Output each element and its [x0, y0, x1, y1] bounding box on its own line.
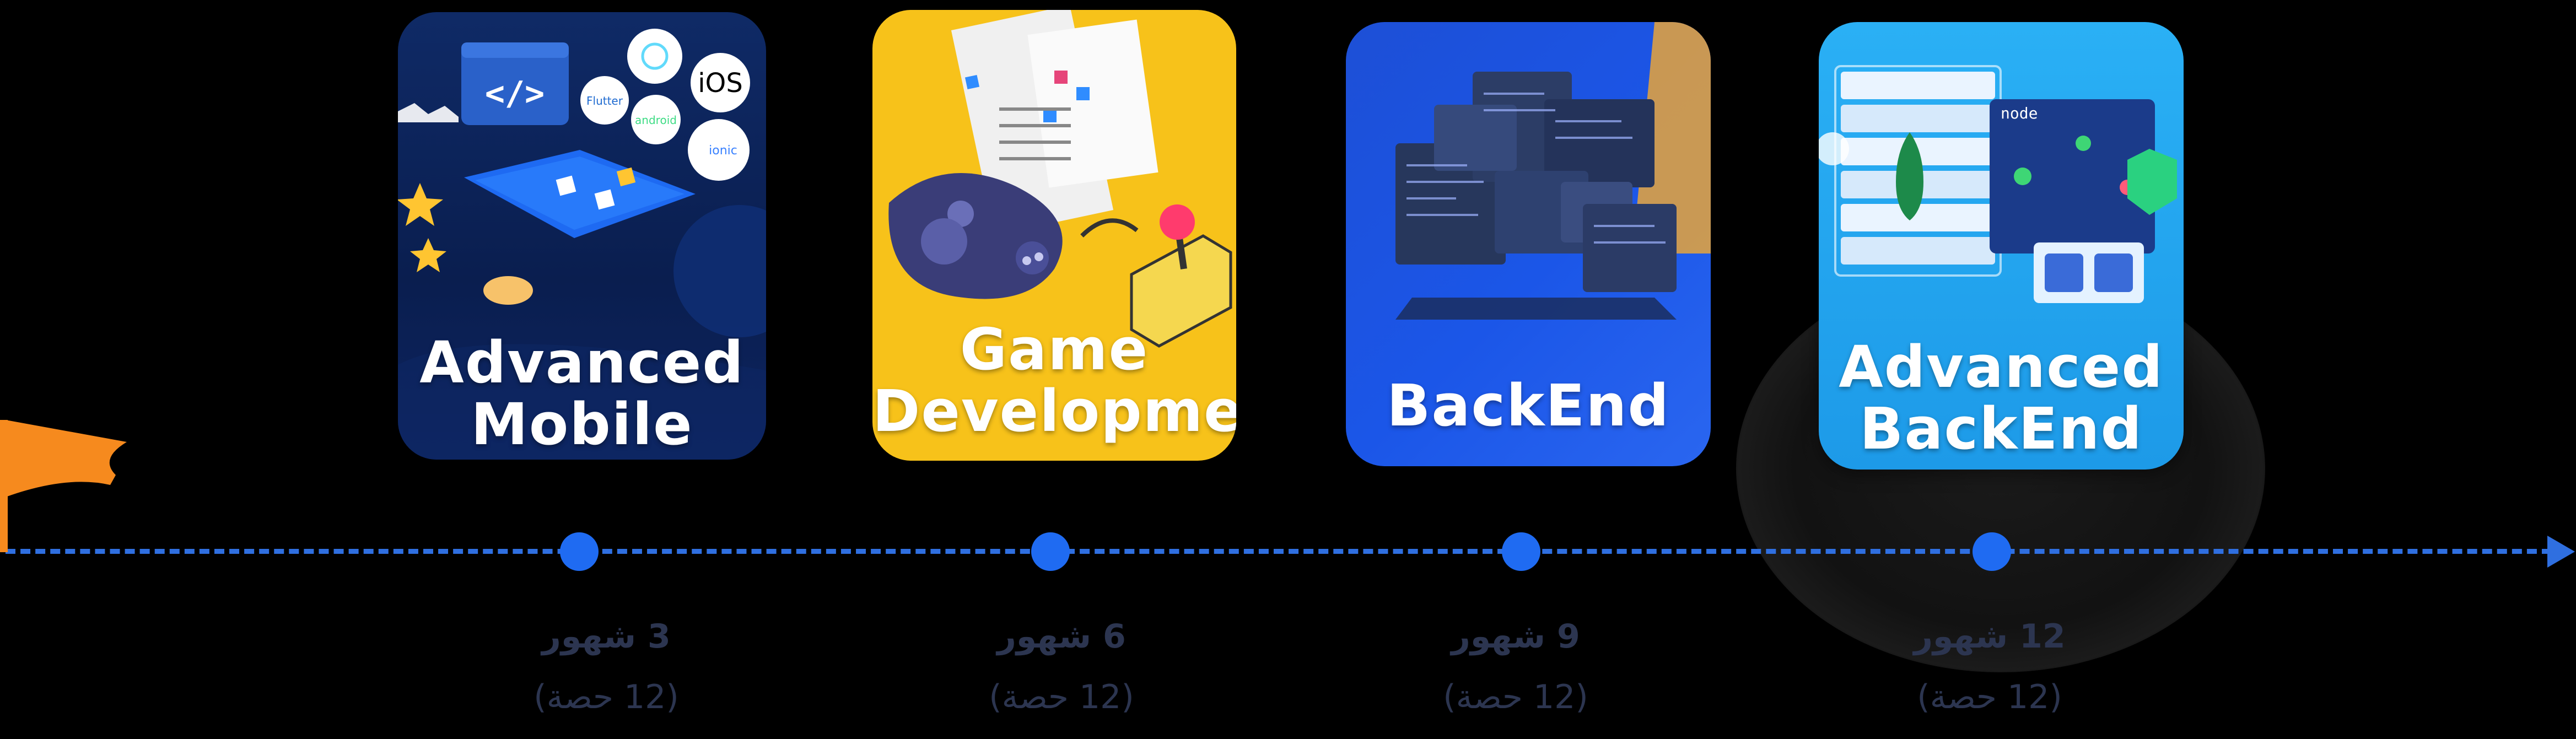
- session-count: (12 حصة): [1917, 678, 2062, 716]
- course-title: BackEnd: [1387, 372, 1670, 439]
- milestone-label: 3 شهور (12 حصة): [491, 617, 722, 716]
- timeline-line: [6, 549, 2552, 554]
- course-card-game[interactable]: Game Development: [872, 10, 1236, 461]
- course-title: Advanced BackEnd: [1839, 333, 2164, 462]
- milestone-label: 12 شهور (12 حصة): [1874, 617, 2105, 716]
- ionic-badge: ionic: [709, 144, 737, 158]
- timeline-dot-1[interactable]: [560, 532, 599, 571]
- arrow-right-icon: [2547, 536, 2575, 568]
- ios-badge: iOS: [698, 68, 743, 99]
- course-card-advanced-backend[interactable]: node Advanced BackEnd: [1819, 22, 2184, 470]
- android-badge: android: [635, 114, 677, 127]
- course-card-backend[interactable]: BackEnd: [1346, 22, 1711, 466]
- flutter-badge: Flutter: [586, 94, 623, 107]
- course-card-mobile[interactable]: </> iOS Flutter android ionic Advanced M…: [398, 12, 766, 460]
- backend-illustration: [1395, 22, 1711, 320]
- session-count: (12 حصة): [533, 678, 679, 716]
- milestone-label: 9 شهور (12 حصة): [1400, 617, 1631, 716]
- duration-months: 9 شهور: [1451, 617, 1580, 656]
- session-count: (12 حصة): [1443, 678, 1588, 716]
- duration-months: 3 شهور: [542, 617, 671, 656]
- timeline-dot-3[interactable]: [1502, 532, 1540, 571]
- course-title: Advanced Mobile App: [419, 329, 745, 460]
- milestone-label: 6 شهور (12 حصة): [946, 617, 1177, 716]
- advanced-backend-illustration: node: [1819, 65, 2177, 303]
- game-illustration: [888, 10, 1232, 348]
- flag-icon: [0, 420, 127, 552]
- session-count: (12 حصة): [989, 678, 1134, 716]
- timeline-dot-4[interactable]: [1973, 532, 2011, 571]
- duration-months: 6 شهور: [997, 617, 1126, 656]
- mobile-illustration: </> iOS Flutter android ionic: [398, 29, 766, 460]
- duration-months: 12 شهور: [1914, 617, 2066, 656]
- course-title: Game Development: [872, 316, 1236, 445]
- code-icon: </>: [485, 74, 545, 113]
- timeline-dot-2[interactable]: [1031, 532, 1070, 571]
- node-label: node: [2001, 104, 2038, 122]
